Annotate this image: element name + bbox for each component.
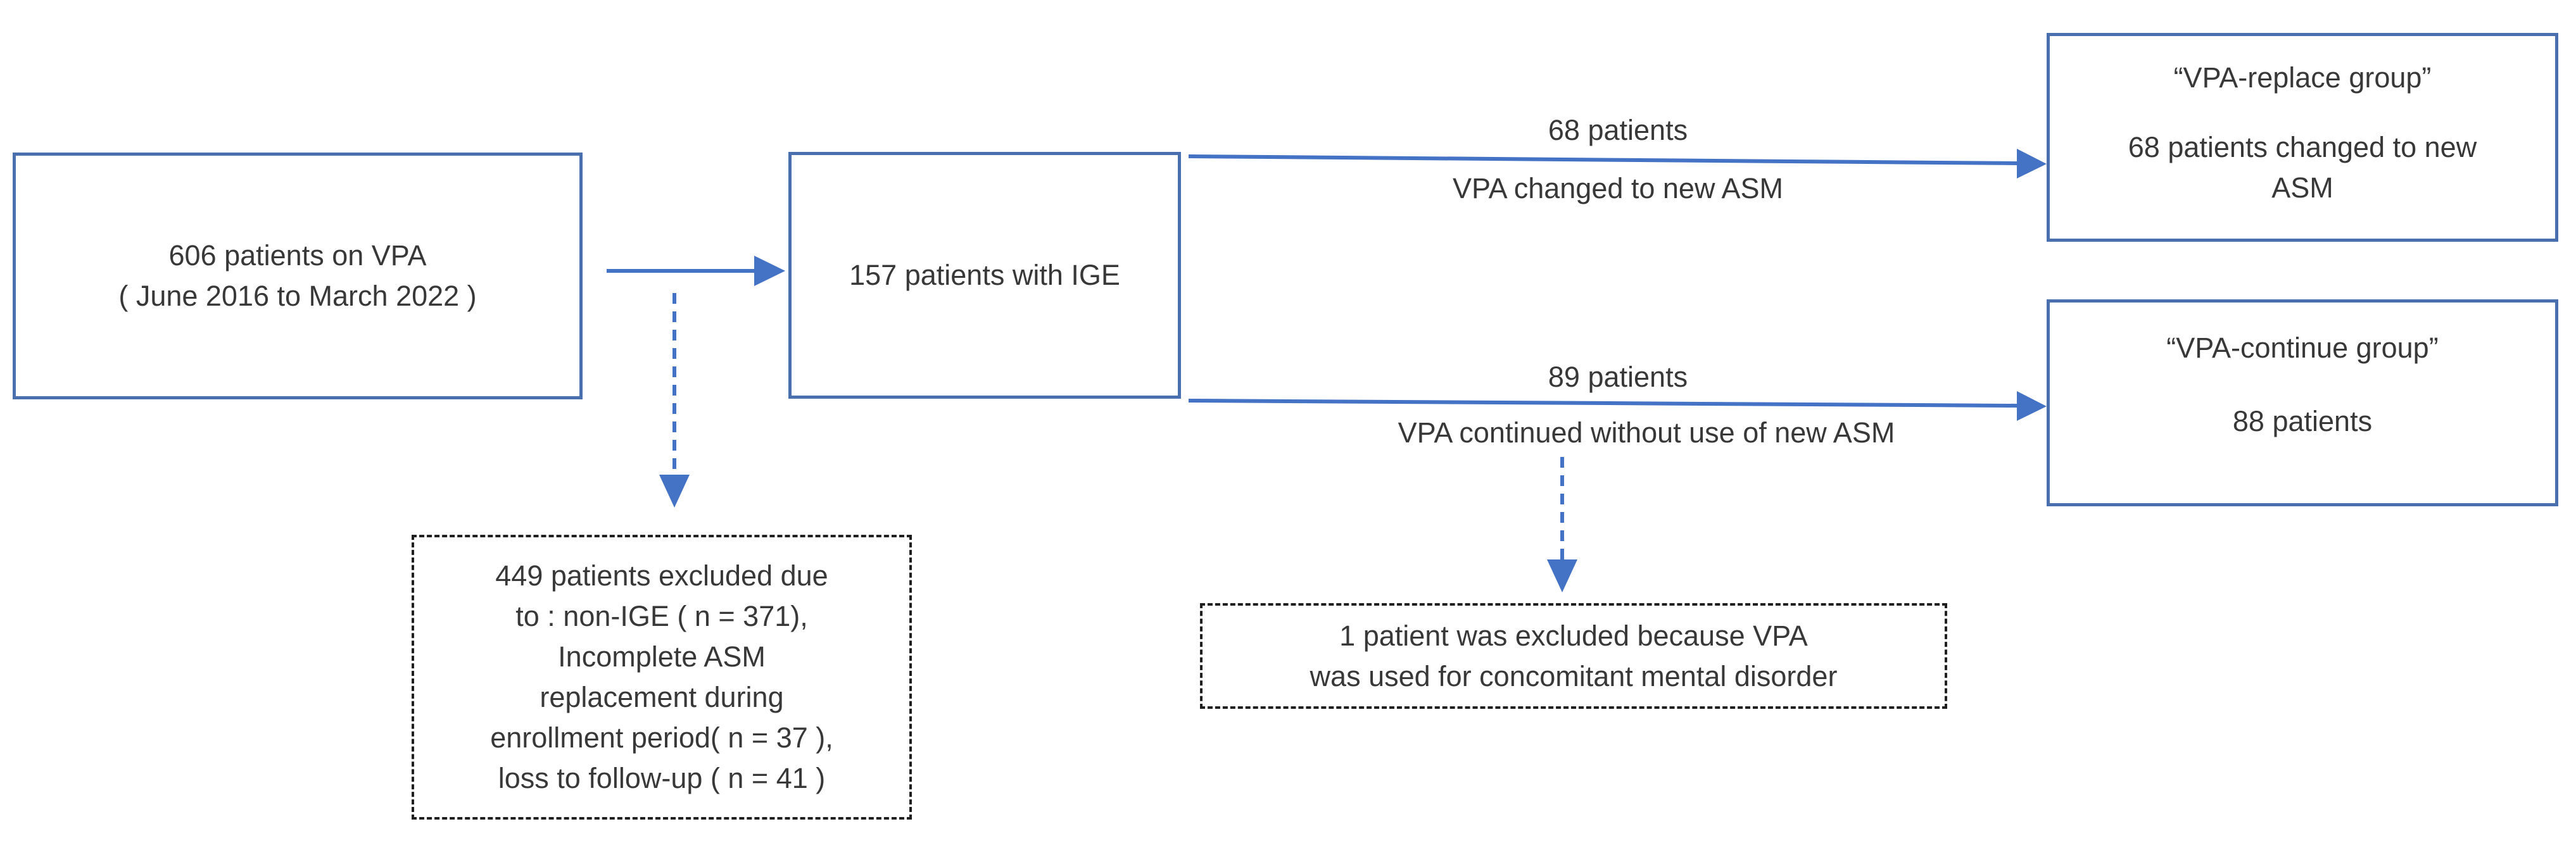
arrow-excluded-right (1547, 457, 1577, 592)
excluded-right-line1: 1 patient was excluded because VPA (1339, 619, 1808, 652)
excluded-left-line: 449 patients excluded due (495, 559, 828, 592)
excluded-left-line: Incomplete ASM (558, 640, 766, 673)
box-excluded-left: 449 patients excluded due to : non-IGE (… (412, 535, 912, 820)
excluded-left-line: replacement during (540, 681, 784, 713)
vpa-patients-period: ( June 2016 to March 2022 ) (118, 280, 477, 312)
excluded-right-line2: was used for concomitant mental disorder (1310, 659, 1838, 692)
arrow-excluded-left (659, 293, 690, 508)
ige-patients-count: 157 patients with IGE (849, 259, 1120, 291)
label-replace-count: 68 patients (1548, 114, 1688, 146)
excluded-left-line: enrollment period( n = 37 ), (490, 721, 833, 754)
label-continue-count: 89 patients (1548, 361, 1688, 393)
box-ige-patients: 157 patients with IGE (788, 152, 1181, 399)
label-continue-desc: VPA continued without use of new ASM (1398, 416, 1895, 449)
label-replace-desc: VPA changed to new ASM (1452, 172, 1783, 204)
vpa-replace-body: 68 patients changed to new ASM (2128, 131, 2477, 204)
vpa-replace-title: “VPA-replace group” (2173, 61, 2432, 94)
box-vpa-patients: 606 patients on VPA ( June 2016 to March… (13, 153, 583, 399)
box-vpa-continue-group: “VPA-continue group” 88 patients (2047, 299, 2558, 506)
excluded-left-line: to : non-IGE ( n = 371), (515, 600, 808, 632)
vpa-continue-body: 88 patients (2232, 405, 2373, 437)
excluded-left-line: loss to follow-up ( n = 41 ) (498, 762, 826, 794)
vpa-patients-count: 606 patients on VPA (168, 239, 427, 272)
arrow-vpa-to-ige (607, 256, 785, 286)
box-vpa-replace-group: “VPA-replace group” 68 patients changed … (2047, 33, 2558, 242)
box-excluded-right: 1 patient was excluded because VPA was u… (1200, 603, 1947, 709)
vpa-continue-title: “VPA-continue group” (2166, 332, 2439, 364)
